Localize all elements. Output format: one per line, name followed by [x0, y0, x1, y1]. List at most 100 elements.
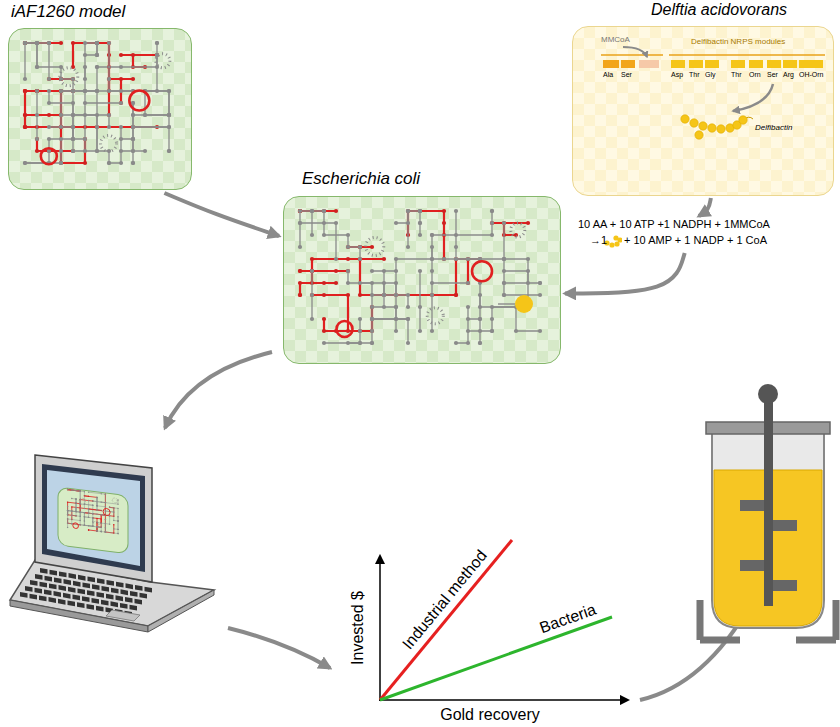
pathway [97, 527, 101, 532]
metabolite [79, 511, 80, 513]
metabolite [131, 149, 135, 153]
key [59, 585, 67, 591]
key [73, 581, 81, 587]
metabolite [418, 329, 422, 333]
metabolite [71, 506, 72, 508]
gene-module [783, 60, 797, 68]
pathway [68, 490, 81, 492]
metabolite [23, 125, 27, 129]
metabolite [322, 221, 326, 225]
key [92, 584, 100, 590]
delfibactin-unit [739, 116, 747, 124]
metabolite [394, 317, 398, 321]
metabolite [418, 209, 422, 213]
metabolite [310, 257, 314, 261]
key [121, 589, 129, 595]
metabolite [131, 125, 135, 129]
cycle [60, 68, 78, 86]
metabolite [95, 149, 99, 153]
key [49, 597, 57, 603]
metabolite [92, 500, 93, 502]
metabolite [88, 529, 89, 531]
metabolite [117, 533, 118, 535]
pathway [85, 43, 97, 79]
gene-module [639, 60, 659, 68]
pathway [80, 512, 93, 526]
metabolite [79, 511, 80, 513]
key [83, 583, 91, 589]
red-cycle [41, 148, 57, 164]
node-text: Thr [689, 71, 700, 79]
metabolite [88, 508, 89, 510]
metabolite [430, 233, 434, 237]
axis-label: Invested $ [349, 591, 367, 665]
metabolite [478, 317, 482, 321]
metabolite [105, 502, 106, 504]
metabolite [466, 317, 470, 321]
panel-heading: Delftia acidovorans [651, 1, 787, 19]
metabolite [298, 209, 302, 213]
node-text: Ala [603, 71, 613, 79]
metabolite [370, 317, 374, 321]
key [49, 583, 57, 589]
metabolite [75, 511, 76, 513]
metabolite [105, 527, 106, 529]
metabolite [113, 507, 114, 509]
metabolite [96, 530, 97, 532]
metabolite [71, 125, 75, 129]
metabolite [83, 89, 87, 93]
metabolite [406, 209, 410, 213]
flow-arrow [228, 628, 330, 668]
metabolite [113, 524, 114, 526]
metabolite [23, 113, 27, 117]
metabolite [95, 89, 99, 93]
metabolite [92, 517, 93, 519]
pathway [408, 211, 420, 247]
metabolite [96, 530, 97, 532]
metabolite [298, 209, 302, 213]
metabolite [67, 489, 68, 491]
metabolite [119, 53, 123, 57]
metabolite [502, 281, 506, 285]
metabolite [346, 269, 350, 273]
metabolite [35, 89, 39, 93]
metabolite [35, 149, 39, 153]
metabolite [79, 490, 80, 492]
metabolite [71, 77, 75, 81]
metabolite [71, 89, 75, 93]
key [88, 577, 96, 583]
metabolite [418, 305, 422, 309]
metabolite [370, 341, 374, 345]
metabolite [117, 520, 118, 522]
metabolite [96, 522, 97, 524]
metabolite [71, 125, 75, 129]
key [30, 580, 38, 586]
pathway [68, 490, 81, 492]
metabolite [95, 149, 99, 153]
metabolite [131, 161, 135, 165]
pathway [84, 496, 97, 498]
metabolite [514, 329, 518, 333]
metabolite [95, 125, 99, 129]
metabolite [92, 525, 93, 527]
metabolite [92, 513, 93, 515]
metabolite [310, 269, 314, 273]
metabolite [79, 511, 80, 513]
node-text: Ser [767, 71, 778, 79]
pathway [61, 67, 97, 127]
metabolite [394, 317, 398, 321]
metabolite [167, 89, 171, 93]
metabolite [131, 125, 135, 129]
pathway [25, 115, 61, 127]
pathway [49, 127, 73, 151]
key [107, 580, 115, 586]
metabolite [79, 490, 80, 492]
metabolite [59, 161, 63, 165]
metabolite [502, 293, 506, 297]
key [25, 586, 33, 592]
pathway [133, 91, 169, 151]
cycle [79, 498, 85, 505]
metabolite [105, 493, 106, 495]
metabolite [418, 209, 422, 213]
pathway [84, 517, 92, 522]
